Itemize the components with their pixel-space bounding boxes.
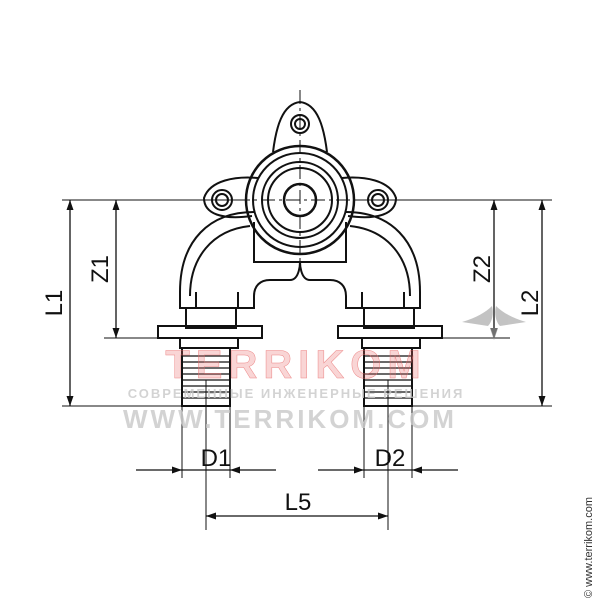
- dimension-arrows: [66, 200, 546, 520]
- left-elbow: [179, 211, 301, 309]
- watermark-url: WWW.TERRIKOM.COM: [123, 404, 457, 434]
- center-lines: [236, 90, 364, 270]
- watermark-emblem-icon: [462, 306, 526, 340]
- left-mounting-ear: [202, 176, 259, 219]
- extension-lines: [62, 199, 552, 530]
- copyright-text: © www.terrikom.com: [583, 497, 595, 598]
- l1-label: L1: [41, 290, 68, 317]
- d2-label: D2: [375, 445, 406, 472]
- z2-label: Z2: [469, 255, 496, 283]
- left-press-sleeve: [185, 307, 237, 329]
- l2-label: L2: [517, 290, 544, 317]
- right-press-sleeve: [363, 307, 415, 329]
- l5-label: L5: [285, 489, 312, 516]
- watermark-logo: TERRIKOM: [165, 343, 426, 387]
- right-elbow: [299, 211, 421, 309]
- d1-label: D1: [201, 445, 232, 472]
- watermark-tagline: СОВРЕМЕННЫЕ ИНЖЕНЕРНЫЕ РЕШЕНИЯ: [128, 386, 465, 401]
- z1-label: Z1: [87, 255, 114, 283]
- right-mounting-ear: [341, 176, 398, 219]
- watermark: TERRIKOM СОВРЕМЕННЫЕ ИНЖЕНЕРНЫЕ РЕШЕНИЯ …: [123, 306, 526, 434]
